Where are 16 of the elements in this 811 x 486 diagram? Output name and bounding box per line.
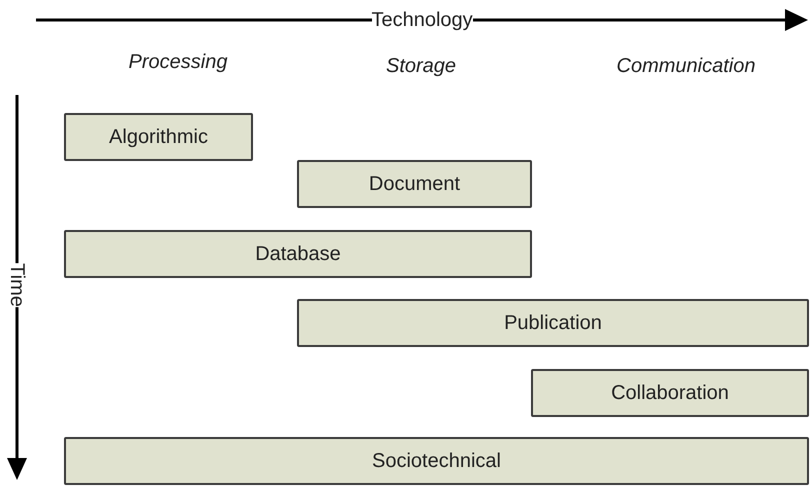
bar-label: Document	[368, 172, 460, 196]
timeline-bar	[64, 230, 532, 278]
column-heading: Storage	[386, 55, 456, 77]
column-heading: Communication	[616, 55, 756, 77]
bar-label: Database	[255, 242, 341, 266]
timeline-bar	[531, 369, 809, 417]
timeline-bar	[297, 160, 532, 208]
bar-label: Sociotechnical	[372, 450, 501, 472]
bar-label: Publication	[504, 312, 602, 334]
bar-label: Algorithmic	[109, 126, 208, 148]
timeline-bar	[64, 113, 253, 161]
timeline-bar	[64, 437, 809, 485]
column-heading: Processing	[128, 51, 228, 73]
bar-label: Collaboration	[611, 382, 729, 404]
timeline-bar	[297, 299, 809, 347]
axis-label: Technology	[372, 9, 473, 31]
